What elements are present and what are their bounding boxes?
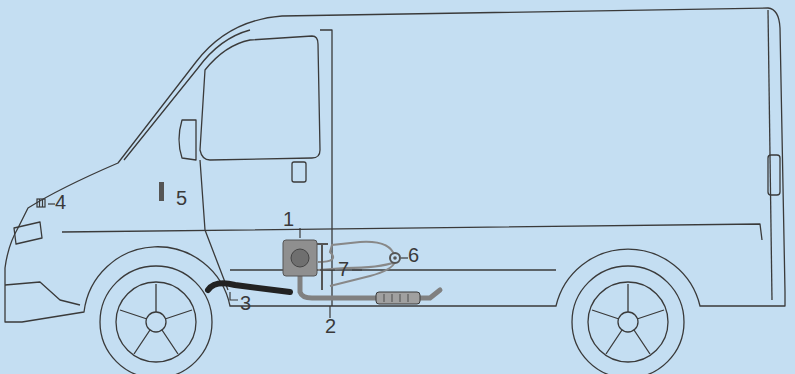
front-tire bbox=[100, 266, 212, 374]
van-body bbox=[5, 8, 785, 322]
muffler-ribs bbox=[384, 294, 408, 302]
side-window bbox=[200, 36, 320, 160]
heater-fan bbox=[291, 249, 309, 267]
rocker-line bbox=[230, 269, 556, 270]
callout-number: 4 bbox=[55, 192, 66, 212]
muffler bbox=[376, 292, 420, 304]
rear-spokes bbox=[592, 284, 664, 354]
control-unit bbox=[159, 182, 164, 201]
fuel-tap-center bbox=[393, 256, 397, 260]
fuel-tap bbox=[390, 253, 400, 263]
front-spokes bbox=[120, 284, 192, 354]
door-handle bbox=[292, 162, 306, 182]
fuel-line bbox=[318, 242, 395, 286]
front-hub bbox=[146, 312, 166, 332]
mirror bbox=[179, 120, 196, 160]
leader-line bbox=[230, 292, 238, 300]
windshield bbox=[124, 30, 250, 160]
leader-line bbox=[401, 257, 408, 258]
front-rim bbox=[116, 282, 196, 362]
rear-tire bbox=[572, 266, 684, 374]
callout-number: 7 bbox=[338, 259, 349, 279]
headlight bbox=[14, 222, 42, 244]
heater-unit bbox=[283, 240, 317, 276]
rear-hub bbox=[618, 312, 638, 332]
rear-rim bbox=[588, 282, 668, 362]
leader-line bbox=[48, 203, 55, 204]
air-vent-symbol bbox=[37, 199, 45, 207]
leader-line bbox=[299, 228, 300, 238]
front-bumper bbox=[5, 282, 80, 305]
rear-light bbox=[768, 155, 780, 195]
callout-number: 1 bbox=[283, 209, 294, 229]
callout-number: 3 bbox=[240, 293, 251, 313]
side-molding bbox=[62, 224, 762, 240]
callout-number: 5 bbox=[176, 188, 187, 208]
callout-number: 2 bbox=[325, 316, 336, 336]
fuel-pump-tube bbox=[317, 244, 328, 290]
front-door-front bbox=[200, 160, 228, 290]
callout-number: 6 bbox=[408, 245, 419, 265]
intake-hose bbox=[208, 283, 290, 292]
